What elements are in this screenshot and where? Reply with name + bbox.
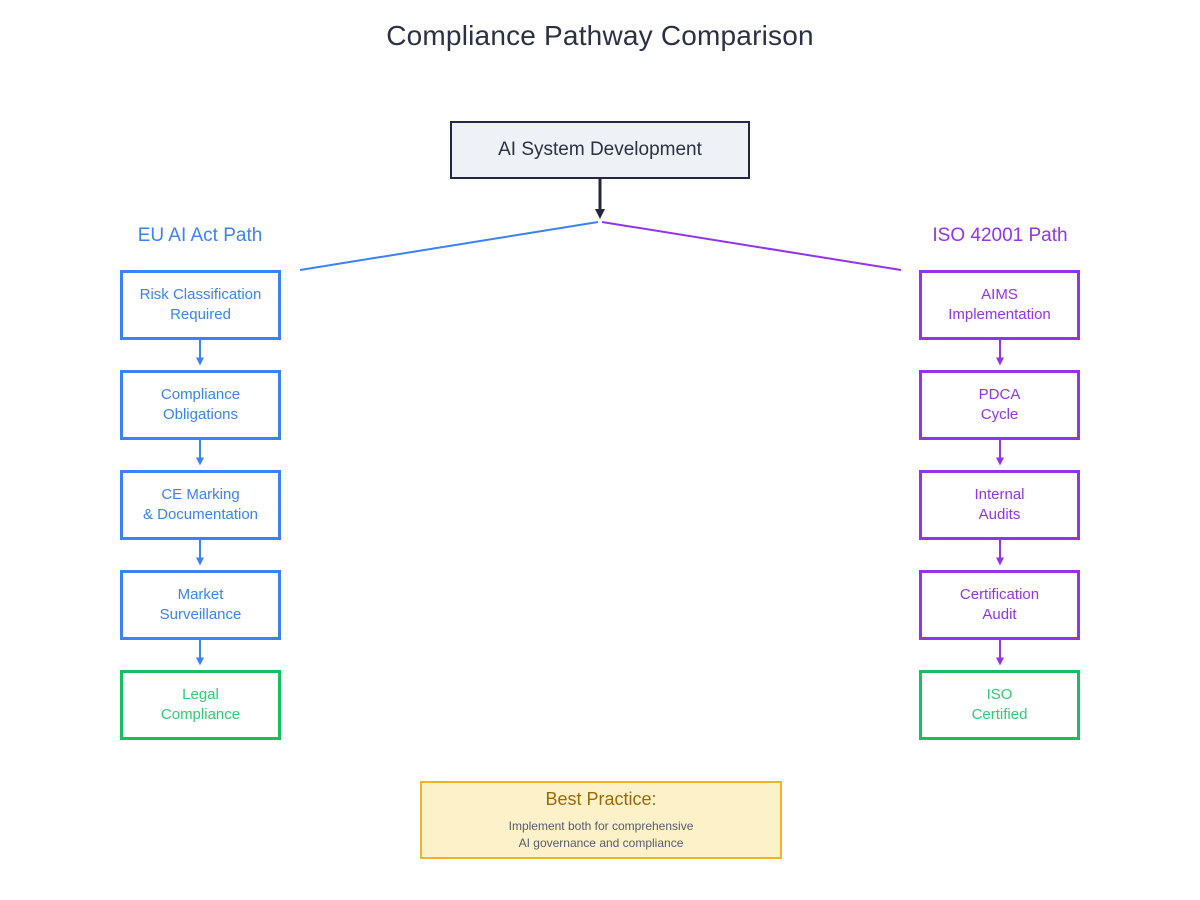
node-label-line2: Compliance [160, 706, 241, 723]
node-label-line2: & Documentation [142, 506, 259, 523]
node-label-line1: AIMS [981, 286, 1018, 303]
node-label-line2: Obligations [162, 406, 239, 423]
node-pdca-cycle[interactable]: PDCA Cycle [919, 370, 1080, 440]
node-market-surveillance[interactable]: Market Surveillance [120, 570, 281, 640]
node-label-line1: Compliance [160, 386, 241, 403]
node-label: AI System Development [498, 139, 702, 160]
node-label-line2: Surveillance [159, 606, 242, 623]
note-body: Implement both for comprehensive AI gove… [509, 818, 694, 852]
node-legal-compliance[interactable]: Legal Compliance [120, 670, 281, 740]
node-compliance-obligations[interactable]: Compliance Obligations [120, 370, 281, 440]
node-label-line2: Cycle [980, 406, 1019, 423]
note-body-line1: Implement both for comprehensive [508, 818, 694, 833]
node-label-line2: Certified [971, 706, 1028, 723]
best-practice-note: Best Practice: Implement both for compre… [420, 781, 782, 859]
page-title: Compliance Pathway Comparison [386, 20, 814, 51]
node-label-line2: Implementation [948, 306, 1051, 323]
node-iso-certified[interactable]: ISO Certified [919, 670, 1080, 740]
node-label-line1: CE Marking [161, 486, 240, 503]
node-label-line1: PDCA [978, 386, 1021, 403]
node-label-line1: Internal [974, 486, 1025, 503]
note-body-line2: AI governance and compliance [518, 835, 684, 850]
node-label-line1: Legal [182, 686, 219, 703]
column-header-iso-42001: ISO 42001 Path [932, 225, 1068, 246]
node-internal-audits[interactable]: Internal Audits [919, 470, 1080, 540]
node-label-line1: Risk Classification [139, 286, 262, 303]
node-label-line2: Required [170, 306, 231, 323]
node-aims-implementation[interactable]: AIMS Implementation [919, 270, 1080, 340]
node-label-line2: Audits [978, 506, 1021, 523]
node-label-line1: Market [177, 586, 224, 603]
node-risk-classification-required[interactable]: Risk Classification Required [120, 270, 281, 340]
column-header-eu-ai-act: EU AI Act Path [137, 225, 263, 246]
node-certification-audit[interactable]: Certification Audit [919, 570, 1080, 640]
node-label-line1: Certification [959, 586, 1040, 603]
node-ce-marking-documentation[interactable]: CE Marking & Documentation [120, 470, 281, 540]
node-label-line2: Audit [982, 606, 1017, 623]
node-ai-system-development[interactable]: AI System Development [450, 121, 750, 179]
note-title: Best Practice: [545, 788, 657, 809]
node-label-line1: ISO [986, 686, 1013, 703]
